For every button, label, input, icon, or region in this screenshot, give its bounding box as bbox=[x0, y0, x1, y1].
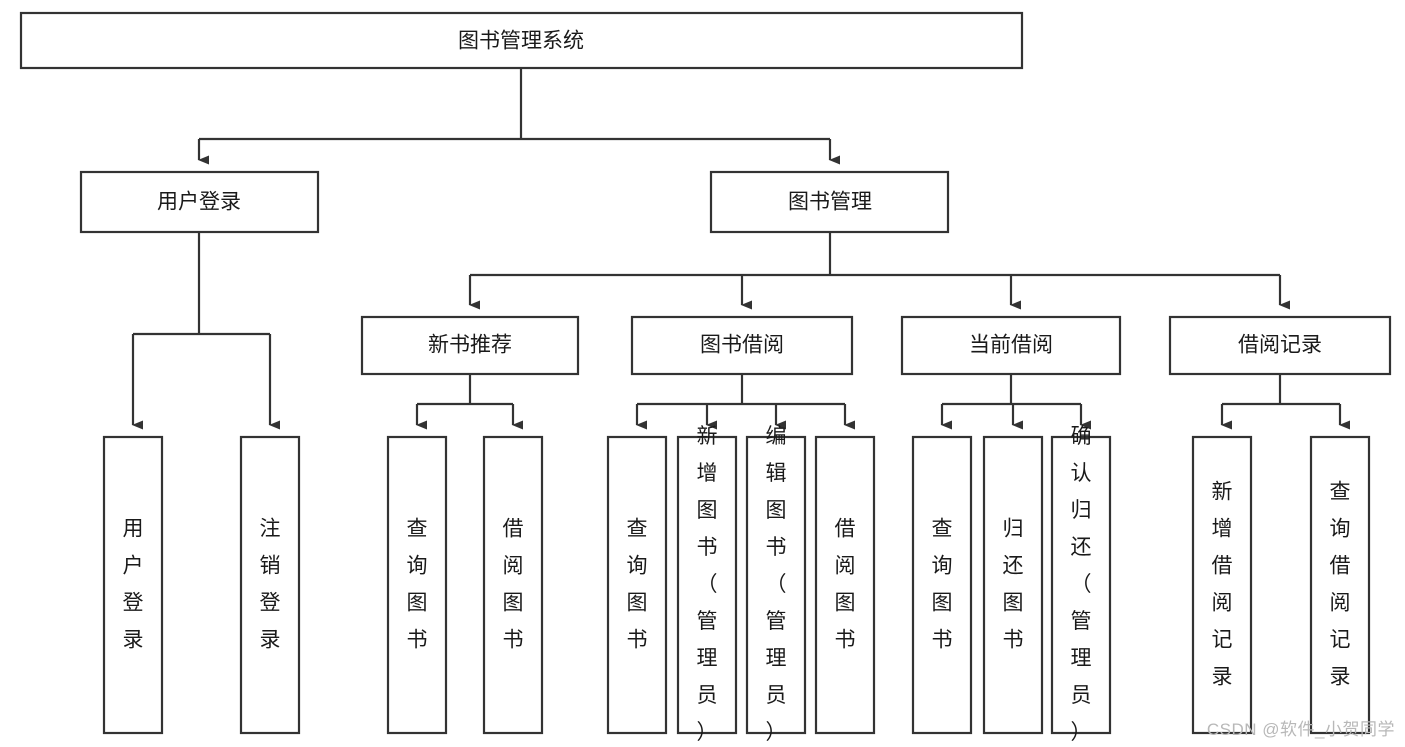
leaf-node[interactable]: 借阅图书 bbox=[482, 435, 544, 735]
node-book-mgmt[interactable]: 图书管理 bbox=[709, 170, 950, 234]
node-new-books-box[interactable] bbox=[360, 315, 580, 376]
leaf-node[interactable]: 查询借阅记录 bbox=[1309, 435, 1371, 735]
leaf-bb-add-label: 新增图书（管理员） bbox=[697, 425, 718, 744]
node-new-books[interactable]: 新书推荐 bbox=[360, 315, 580, 376]
leaf-cur-confirm-box[interactable] bbox=[1050, 435, 1112, 735]
leaf-bb-query-label: 查询图书 bbox=[627, 518, 648, 652]
node-current-label: 当前借阅 bbox=[969, 334, 1053, 357]
node-root-box[interactable] bbox=[19, 11, 1024, 70]
leaf-rec-add-label: 新增借阅记录 bbox=[1212, 481, 1233, 689]
leaf-node[interactable]: 编辑图书（管理员） bbox=[745, 425, 807, 744]
leaf-cur-return-label: 归还图书 bbox=[1003, 518, 1024, 652]
node-borrow-label: 图书借阅 bbox=[700, 334, 784, 357]
node-current[interactable]: 当前借阅 bbox=[900, 315, 1122, 376]
node-current-box[interactable] bbox=[900, 315, 1122, 376]
node-borrow[interactable]: 图书借阅 bbox=[630, 315, 854, 376]
leaf-cur-query-label: 查询图书 bbox=[932, 518, 953, 652]
leaf-node[interactable]: 用户登录 bbox=[102, 435, 164, 735]
leaf-rec-query-label: 查询借阅记录 bbox=[1330, 481, 1351, 689]
node-user-login-box[interactable] bbox=[79, 170, 320, 234]
node-records[interactable]: 借阅记录 bbox=[1168, 315, 1392, 376]
leaf-node[interactable]: 注销登录 bbox=[239, 435, 301, 735]
leaf-node[interactable]: 归还图书 bbox=[982, 435, 1044, 735]
leaf-node[interactable]: 新增图书（管理员） bbox=[676, 425, 738, 744]
leaf-user-login-box[interactable] bbox=[102, 435, 164, 735]
leaf-rec-query-box[interactable] bbox=[1309, 435, 1371, 735]
node-root[interactable]: 图书管理系统 bbox=[19, 11, 1024, 70]
leaf-node[interactable]: 查询图书 bbox=[911, 435, 973, 735]
leaf-nodes-group: 用户登录 注销登录 查询图书 借阅图书 查询图书 新增图书（管理员） 编辑图书（管理员） 借阅… bbox=[102, 425, 1371, 744]
node-records-label: 借阅记录 bbox=[1238, 334, 1322, 357]
leaf-node[interactable]: 借阅图书 bbox=[814, 435, 876, 735]
leaf-node[interactable]: 查询图书 bbox=[606, 435, 668, 735]
node-records-box[interactable] bbox=[1168, 315, 1392, 376]
node-user-login[interactable]: 用户登录 bbox=[79, 170, 320, 234]
leaf-node[interactable]: 确认归还（管理员） bbox=[1050, 425, 1112, 744]
leaf-node[interactable]: 查询图书 bbox=[386, 435, 448, 735]
node-new-books-label: 新书推荐 bbox=[428, 334, 512, 357]
leaf-cur-confirm-label: 确认归还（管理员） bbox=[1071, 425, 1092, 744]
leaf-bb-borrow-box[interactable] bbox=[814, 435, 876, 735]
leaf-bb-edit-label: 编辑图书（管理员） bbox=[766, 425, 787, 744]
leaf-rec-add-box[interactable] bbox=[1191, 435, 1253, 735]
leaf-user-logout-label: 注销登录 bbox=[260, 518, 281, 652]
leaf-bb-query-box[interactable] bbox=[606, 435, 668, 735]
leaf-cur-query-box[interactable] bbox=[911, 435, 973, 735]
edges-group bbox=[131, 68, 1350, 430]
leaf-bb-edit-box[interactable] bbox=[745, 435, 807, 735]
leaf-user-login-label: 用户登录 bbox=[123, 518, 144, 652]
node-book-mgmt-label: 图书管理 bbox=[788, 191, 872, 214]
leaf-cur-return-box[interactable] bbox=[982, 435, 1044, 735]
leaf-user-logout-box[interactable] bbox=[239, 435, 301, 735]
node-root-label: 图书管理系统 bbox=[458, 30, 584, 53]
leaf-bb-borrow-label: 借阅图书 bbox=[835, 518, 856, 652]
node-book-mgmt-box[interactable] bbox=[709, 170, 950, 234]
leaf-node[interactable]: 新增借阅记录 bbox=[1191, 435, 1253, 735]
leaf-nb-borrow-label: 借阅图书 bbox=[503, 518, 524, 652]
leaf-nb-query-label: 查询图书 bbox=[407, 518, 428, 652]
leaf-nb-query-box[interactable] bbox=[386, 435, 448, 735]
leaf-bb-add-box[interactable] bbox=[676, 435, 738, 735]
node-user-login-label: 用户登录 bbox=[157, 191, 241, 214]
leaf-nb-borrow-box[interactable] bbox=[482, 435, 544, 735]
node-borrow-box[interactable] bbox=[630, 315, 854, 376]
